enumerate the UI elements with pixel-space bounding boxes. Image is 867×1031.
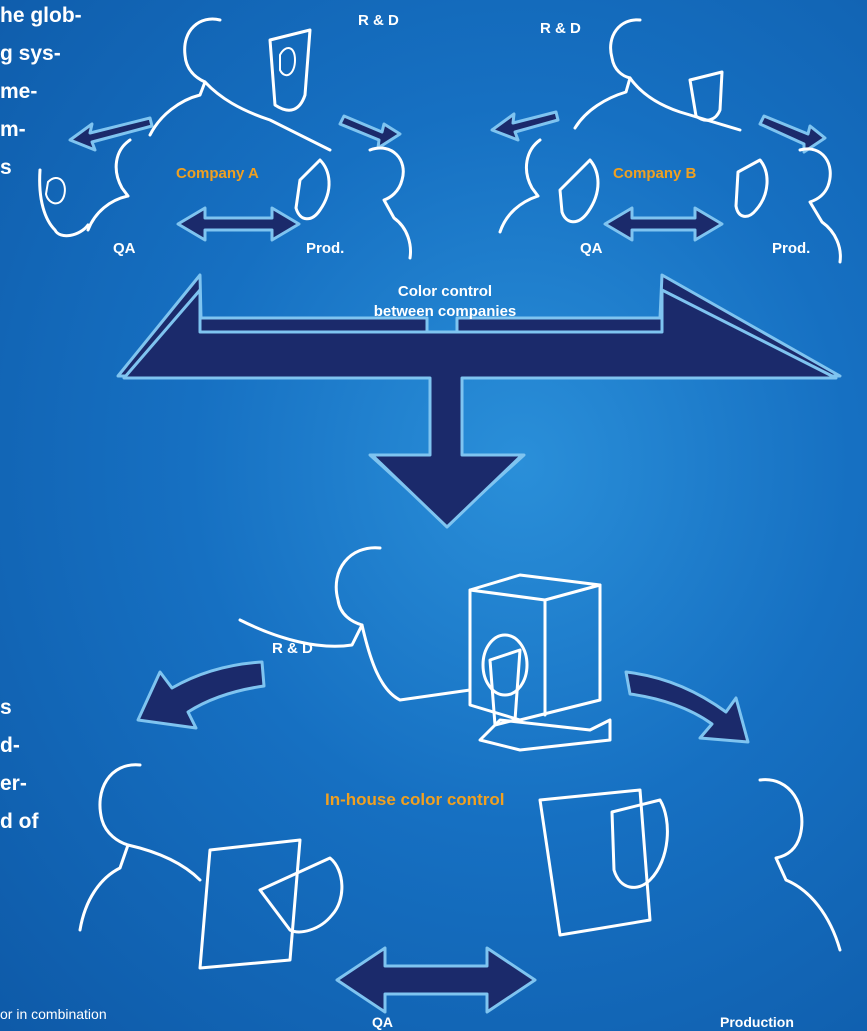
label-qa-company-a: QA [113,240,136,257]
arrow-a-right [340,116,400,148]
label-prod-company-a: Prod. [306,240,344,257]
label-company-b: Company B [613,165,696,182]
label-company-a: Company A [176,165,259,182]
person-qa-b [500,140,598,232]
person-rd-a [150,19,330,150]
label-rd-company-b: R & D [540,20,581,37]
title-between-line2: between companies [360,302,530,322]
label-production-inhouse: Production [720,1014,794,1030]
spectrophotometer-icon [470,575,610,750]
person-rd-b [575,20,740,130]
title-between-line1: Color control [360,282,530,302]
label-qa-inhouse: QA [372,1014,393,1030]
label-qa-company-b: QA [580,240,603,257]
person-rd-inhouse [240,548,470,700]
label-rd-company-a: R & D [358,12,399,29]
arrow-b-left [492,112,558,140]
arrow-a-bottom [178,208,299,240]
person-qa-inhouse [80,765,342,968]
label-prod-company-b: Prod. [772,240,810,257]
title-inhouse-color-control: In-house color control [325,790,504,810]
title-between-companies: Color control between companies [360,282,530,322]
label-rd-inhouse: R & D [272,640,313,657]
arrow-inhouse-right [626,672,748,742]
arrow-inhouse-bottom [337,948,535,1012]
person-qa-a [40,140,130,236]
arrow-inhouse-left [138,662,264,728]
person-production-inhouse [540,780,840,950]
arrow-b-right [760,116,825,152]
arrow-a-left [70,118,152,150]
arrow-b-bottom [605,208,722,240]
